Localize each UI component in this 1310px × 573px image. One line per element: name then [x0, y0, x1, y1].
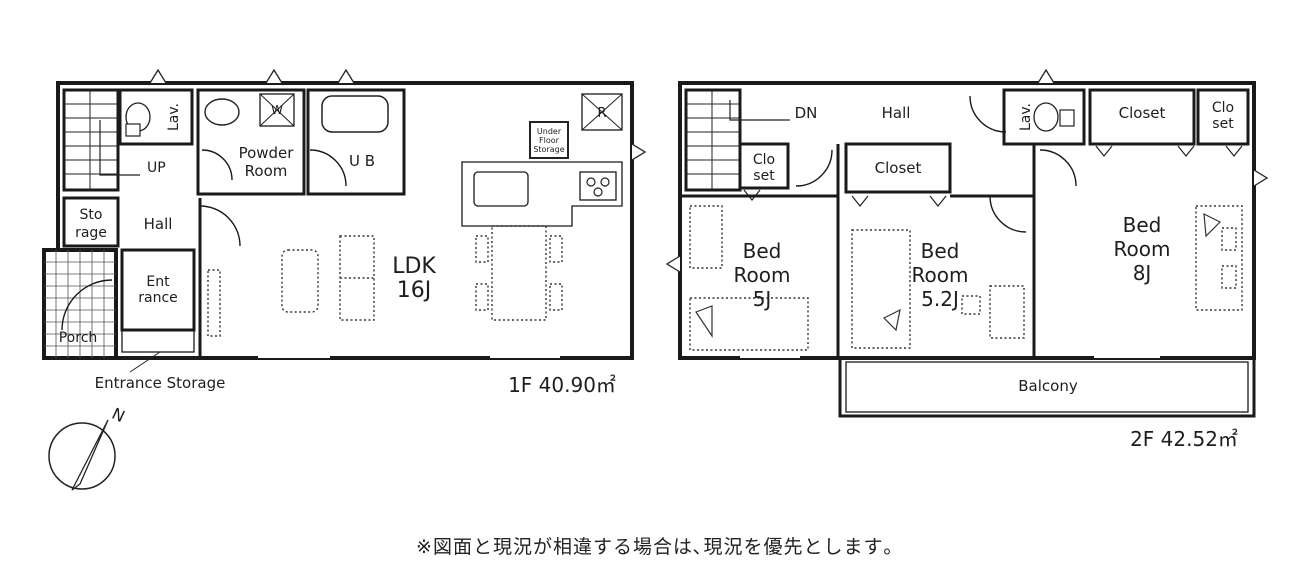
porch-door-swing: [61, 279, 113, 331]
ldk-label-1: LDK: [392, 254, 436, 279]
nightstand-bed8: [1221, 227, 1237, 251]
compass-north-label: N: [109, 404, 128, 426]
toilet-room-1f: [118, 88, 194, 146]
bed5-door-swing: [795, 149, 833, 187]
balcony-label: Balcony: [1018, 377, 1078, 395]
toilet-icon-2f: [1033, 102, 1059, 132]
floor2-plan: DN Hall Lav. Closet Clo set Clo set Clos…: [665, 68, 1269, 451]
nightstand-bed8: [1221, 265, 1237, 289]
powder-room: [196, 88, 306, 196]
floor1-area: 1F 40.90㎡: [508, 373, 616, 397]
closet-right: [1196, 88, 1250, 146]
compass-ring: [48, 422, 116, 490]
refrigerator-space: [581, 93, 623, 131]
disclaimer-note: ※図面と現況が相違する場合は､現況を優先とします｡: [416, 536, 894, 558]
washer-space: [259, 93, 295, 127]
entrance-label-1: Ent: [146, 274, 170, 290]
up-label: UP: [147, 160, 166, 176]
kitchen-sink-icon: [473, 171, 529, 207]
porch-label: Porch: [59, 330, 98, 346]
bed52-door-swing: [989, 195, 1027, 233]
balcony-inner: [845, 361, 1249, 413]
ub-door-swing: [309, 149, 347, 187]
bathtub-icon: [321, 95, 389, 133]
bed5-label-3: 5J: [753, 287, 772, 311]
bed8-label-3: 8J: [1133, 261, 1152, 285]
bed52-label-2: Room: [912, 263, 969, 287]
bed-bed52: [851, 229, 911, 349]
closet-left-label-1: Clo: [753, 152, 775, 168]
toilet-room-2f: [1002, 88, 1086, 146]
bed52-label-1: Bed: [921, 239, 960, 263]
desk-bed52: [989, 285, 1025, 339]
storage-1f: [62, 196, 120, 248]
closet-top: [1088, 88, 1196, 146]
closet-mid-label: Closet: [875, 159, 922, 177]
compass-needle-icon: [71, 419, 109, 491]
stairs-1f: [62, 88, 120, 192]
closet-left: [738, 142, 790, 190]
dn-label: DN: [795, 104, 818, 122]
floor2-area: 2F 42.52㎡: [1130, 427, 1238, 451]
lav-label-1f: Lav.: [166, 103, 182, 131]
underfloor-label-3: Storage: [533, 145, 564, 154]
desk-bed5: [689, 205, 723, 269]
sink-icon: [204, 98, 240, 126]
powder-room-label-2: Room: [245, 162, 288, 180]
floor1-plan: Lav. UP W Powder Room U B R Under Floor …: [42, 68, 647, 397]
washer-w-label: W: [271, 103, 283, 117]
underfloor-label-1: Under: [537, 127, 562, 136]
closet-right-label-1: Clo: [1212, 100, 1234, 116]
ub-label: U B: [349, 152, 375, 170]
storage-label-2: rage: [75, 225, 107, 241]
entrance-label-2: rance: [138, 290, 178, 306]
lav-label-2f: Lav.: [1018, 103, 1034, 131]
tv-stand: [207, 269, 221, 337]
closet-left-label-2: set: [753, 168, 775, 184]
bed8-label-2: Room: [1114, 237, 1171, 261]
chair-bed52: [961, 295, 981, 315]
entrance-storage-box: [121, 329, 195, 353]
bed-bed8: [1195, 205, 1243, 311]
sofa-table: [281, 249, 319, 313]
stairs-2f: [684, 88, 742, 192]
dining-chair: [475, 235, 489, 263]
underfloor-storage: [529, 121, 569, 159]
dining-chair: [549, 283, 563, 311]
toilet-door-swing-2f: [969, 95, 1007, 133]
powder-room-label-1: Powder: [239, 144, 295, 162]
bed52-label-3: 5.2J: [921, 287, 959, 311]
fridge-r-label: R: [597, 106, 606, 121]
bed-bed5: [689, 297, 809, 351]
hall-label-2f: Hall: [882, 104, 911, 122]
dining-table: [491, 225, 547, 321]
dining-chair: [549, 235, 563, 263]
closet-right-label-2: set: [1212, 116, 1234, 132]
hall-door-swing: [199, 205, 241, 247]
bed5-label-2: Room: [734, 263, 791, 287]
stairs-steps-1f: [64, 90, 118, 190]
kitchen-counter: [461, 161, 623, 227]
balcony: [838, 356, 1256, 418]
closet-top-label: Closet: [1119, 104, 1166, 122]
compass: N: [48, 404, 128, 491]
ldk-label-2: 16J: [397, 278, 431, 303]
bed8-label-1: Bed: [1123, 213, 1162, 237]
floor2-outer-wall: [678, 81, 1256, 360]
underfloor-label-2: Floor: [539, 136, 560, 145]
porch-tiles: [44, 250, 116, 358]
entrance-storage-label: Entrance Storage: [95, 374, 226, 392]
powder-door-swing: [201, 149, 233, 181]
unit-bath: [306, 88, 406, 196]
dining-chair: [475, 283, 489, 311]
storage-label-1: Sto: [80, 207, 103, 223]
closet-mid: [844, 142, 952, 194]
hall-label-1f: Hall: [144, 215, 173, 233]
stove-icon: [579, 171, 617, 201]
bed5-label-1: Bed: [743, 239, 782, 263]
bed8-door-swing: [1039, 149, 1077, 187]
stairs-steps-2f: [686, 90, 740, 190]
